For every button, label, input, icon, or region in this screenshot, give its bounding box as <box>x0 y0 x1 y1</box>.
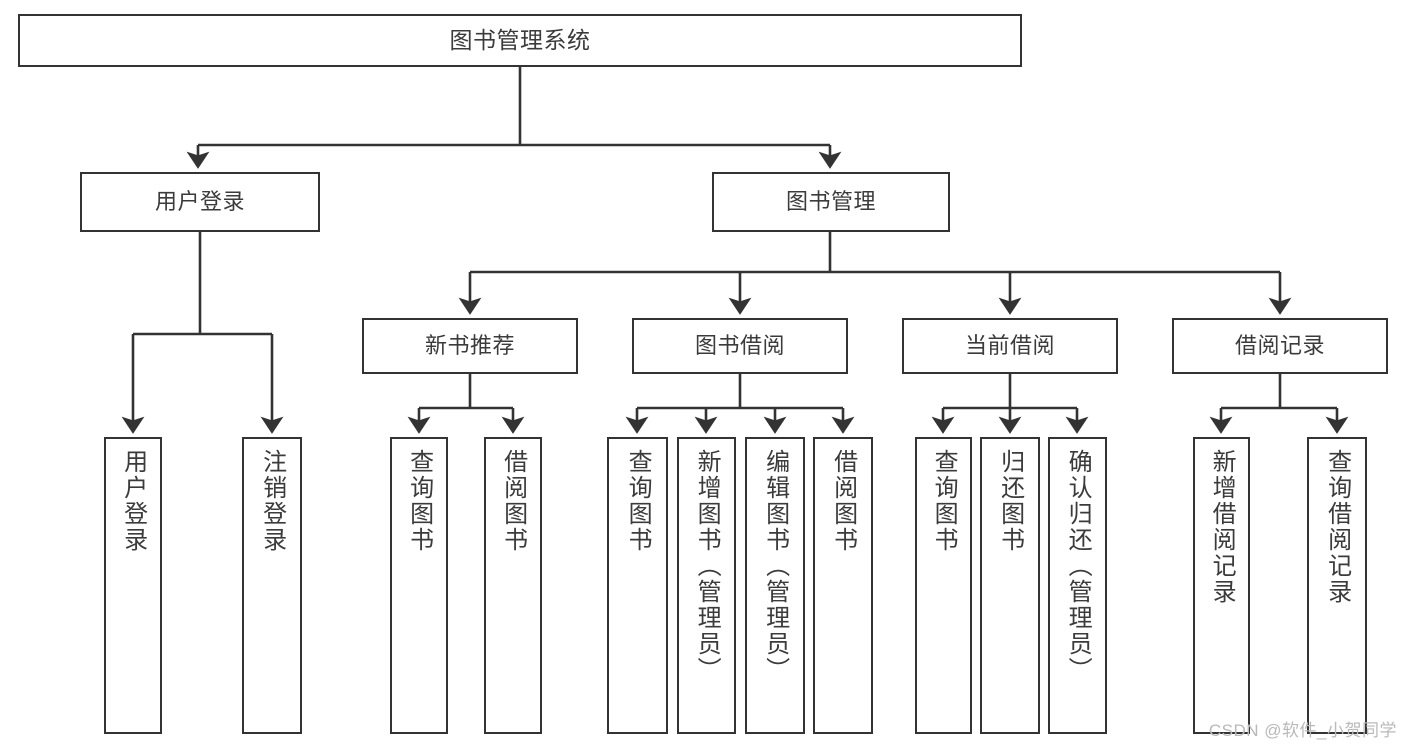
node-label: 借阅记录 <box>1234 333 1325 359</box>
leaf-query-borrow-record[interactable]: 查询借阅记录 <box>1307 437 1367 734</box>
leaf-edit-book-admin[interactable]: 编辑图书（管理员） <box>745 437 805 734</box>
node-label: 编辑图书（管理员） <box>761 449 789 683</box>
leaf-logout[interactable]: 注销登录 <box>242 437 302 734</box>
node-current-borrow[interactable]: 当前借阅 <box>902 318 1118 374</box>
node-label: 图书管理 <box>785 189 876 215</box>
node-label: 用户登录 <box>154 189 245 215</box>
node-label: 新增借阅记录 <box>1208 449 1236 605</box>
node-root-system[interactable]: 图书管理系统 <box>18 14 1022 67</box>
node-label: 新书推荐 <box>424 333 515 359</box>
node-label: 注销登录 <box>258 449 286 553</box>
leaf-add-book-admin[interactable]: 新增图书（管理员） <box>677 437 736 734</box>
node-label: 查询图书 <box>930 449 958 553</box>
node-label: 用户登录 <box>119 449 147 553</box>
node-label: 确认归还（管理员） <box>1064 449 1092 683</box>
node-label: 归还图书 <box>996 449 1024 553</box>
node-label: 查询图书 <box>624 449 652 553</box>
node-label: 图书管理系统 <box>449 26 591 53</box>
node-new-book-recommend[interactable]: 新书推荐 <box>362 318 578 374</box>
node-label: 图书借阅 <box>694 333 785 359</box>
leaf-borrow-book[interactable]: 借阅图书 <box>813 437 873 734</box>
leaf-query-book-new[interactable]: 查询图书 <box>390 437 448 734</box>
node-label: 查询借阅记录 <box>1323 449 1351 605</box>
leaf-query-book-borrow[interactable]: 查询图书 <box>607 437 668 734</box>
leaf-query-book-current[interactable]: 查询图书 <box>915 437 972 734</box>
leaf-add-borrow-record[interactable]: 新增借阅记录 <box>1193 437 1250 734</box>
csdn-watermark: CSDN @软件_小贺同学 <box>1208 721 1397 740</box>
leaf-return-book[interactable]: 归还图书 <box>980 437 1040 734</box>
node-user-login[interactable]: 用户登录 <box>80 172 320 232</box>
node-label: 当前借阅 <box>964 333 1055 359</box>
node-label: 借阅图书 <box>499 449 527 553</box>
node-book-borrow[interactable]: 图书借阅 <box>632 318 848 374</box>
node-label: 借阅图书 <box>829 449 857 553</box>
leaf-confirm-return-admin[interactable]: 确认归还（管理员） <box>1048 437 1107 734</box>
leaf-borrow-book-new[interactable]: 借阅图书 <box>484 437 542 734</box>
node-borrow-record[interactable]: 借阅记录 <box>1172 318 1388 374</box>
node-label: 查询图书 <box>405 449 433 553</box>
leaf-user-login[interactable]: 用户登录 <box>104 437 162 734</box>
node-label: 新增图书（管理员） <box>693 449 721 683</box>
node-book-management[interactable]: 图书管理 <box>712 172 950 232</box>
